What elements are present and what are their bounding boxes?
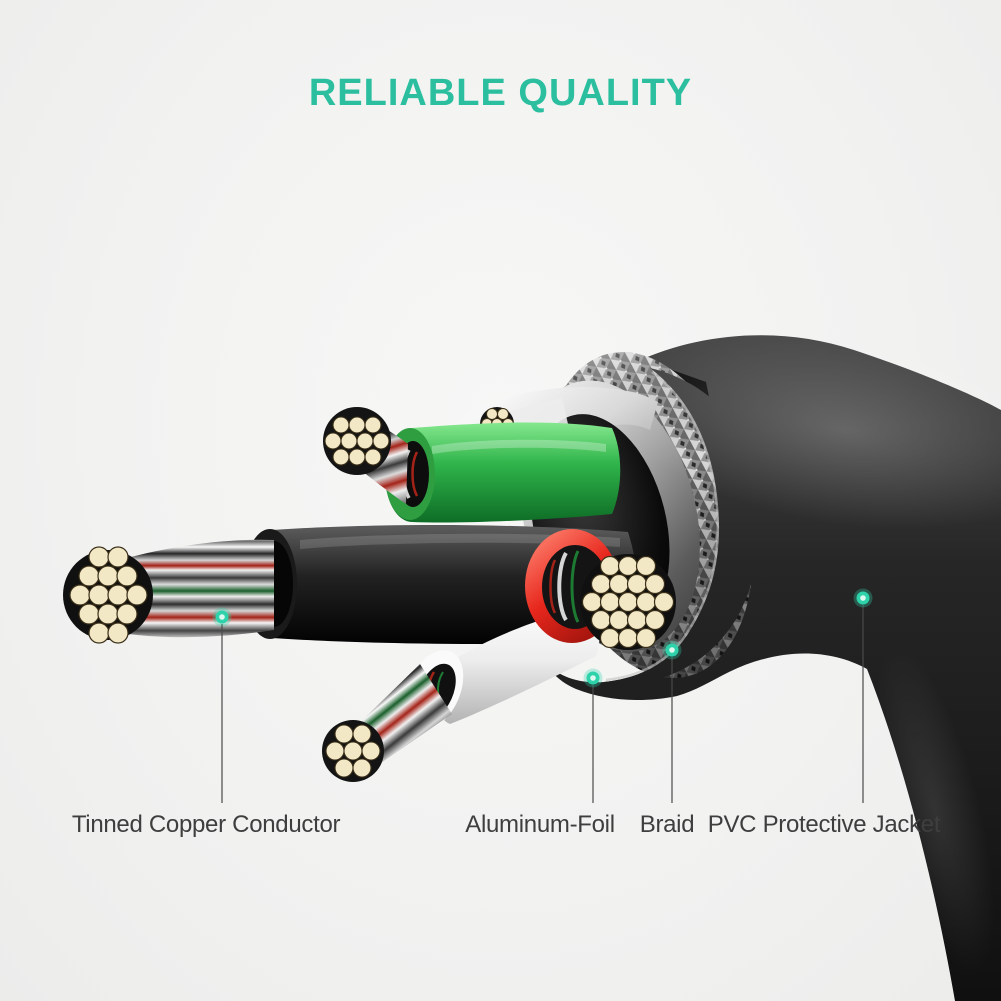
- callout-leader-lines: [221, 605, 864, 803]
- red-wire-copper-bundle: [580, 554, 676, 650]
- jacket-sheen: [616, 330, 1001, 530]
- green-wire: [323, 407, 621, 523]
- jacket-tail-sheen: [875, 644, 995, 976]
- callout-dot-braid-icon: [662, 640, 682, 660]
- callout-dot-pvc-jacket-icon: [853, 588, 873, 608]
- callout-dot-aluminum-foil-icon: [583, 668, 603, 688]
- black-wire-strands: [114, 539, 274, 638]
- black-wire-copper-bundle: [63, 546, 153, 644]
- black-wire-sheen: [300, 533, 620, 549]
- callout-label-aluminum-foil: Aluminum-Foil: [465, 811, 615, 838]
- page-title: RELIABLE QUALITY: [308, 72, 693, 114]
- green-wire-sheen: [432, 439, 606, 454]
- callout-label-pvc-protective-jacket: PVC Protective Jacket: [707, 811, 941, 838]
- callout-label-braid: Braid: [639, 811, 695, 838]
- callout-label-tinned-copper-conductor: Tinned Copper Conductor: [71, 811, 341, 838]
- callout-dots: [212, 588, 873, 688]
- white-wire-copper-bundle: [322, 720, 384, 782]
- red-wire: [525, 529, 676, 650]
- callout-dot-tinned-copper-icon: [212, 607, 232, 627]
- green-wire-copper-bundle: [323, 407, 391, 475]
